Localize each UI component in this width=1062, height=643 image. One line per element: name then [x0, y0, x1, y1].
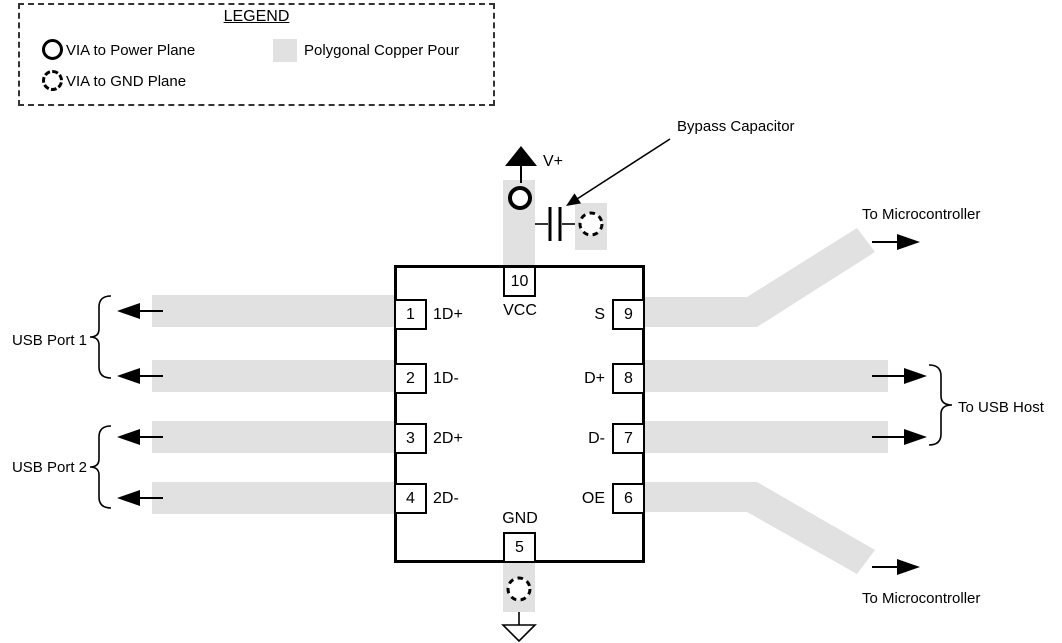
legend-box: LEGEND VIA to Power Plane VIA to GND Pla… [18, 3, 495, 106]
arrow-usb2-2dminus [117, 490, 163, 506]
pour-1dminus [152, 360, 397, 392]
pin-9: 9 [612, 299, 645, 330]
legend-item-copper-pour: Polygonal Copper Pour [304, 42, 460, 59]
pour-dplus [642, 360, 888, 392]
pin-2: 2 [394, 363, 427, 394]
power-via-icon [42, 39, 63, 60]
pin-10: 10 [503, 266, 536, 297]
legend-item-power-via: VIA to Power Plane [66, 42, 196, 59]
pin-label-2dplus: 2D+ [433, 430, 463, 447]
legend-title: LEGEND [223, 8, 290, 25]
bypass-capacitor-label: Bypass Capacitor [677, 118, 795, 135]
arrow-usb1-1dminus [117, 368, 163, 384]
pin-3: 3 [394, 423, 427, 454]
usb-port-1-brace [89, 295, 112, 379]
usb-host-brace [928, 364, 953, 446]
pour-oe-signal [642, 482, 875, 574]
arrow-usb-host-dminus [872, 429, 927, 445]
pin-6: 6 [612, 483, 645, 514]
usb-port-2-brace [89, 425, 112, 509]
pin-label-2dminus: 2D- [433, 490, 459, 507]
gnd-via-icon [42, 70, 63, 91]
gnd-via-icon [578, 211, 604, 237]
pin-4: 4 [394, 483, 427, 514]
legend-item-gnd-via: VIA to GND Plane [66, 73, 187, 90]
to-usb-host-label: To USB Host [958, 399, 1044, 416]
usb-port-1-label: USB Port 1 [11, 332, 87, 349]
arrow-to-microcontroller-top [872, 234, 920, 250]
pin-label-1dplus: 1D+ [433, 306, 463, 323]
gnd-via-icon [506, 576, 532, 602]
power-via-icon [508, 186, 532, 210]
bypass-capacitor-symbol [535, 207, 575, 241]
pour-dminus [642, 421, 888, 453]
bypass-capacitor-leader-arrow [566, 138, 671, 206]
pin-5: 5 [503, 532, 536, 563]
arrow-usb-host-dplus [872, 368, 927, 384]
pour-1dplus [152, 295, 397, 327]
arrow-to-microcontroller-bottom [872, 559, 920, 575]
pour-s-signal [642, 228, 875, 327]
pin-label-s: S [594, 306, 605, 323]
arrow-usb1-1dplus [117, 303, 163, 319]
pin-8: 8 [612, 363, 645, 394]
pin-7: 7 [612, 423, 645, 454]
vplus-label: V+ [543, 153, 564, 170]
pin-1: 1 [394, 299, 427, 330]
pin-label-1dminus: 1D- [433, 370, 459, 387]
pour-2dminus [152, 482, 397, 514]
usb-port-2-label: USB Port 2 [11, 459, 87, 476]
pin-label-dplus: D+ [584, 370, 605, 387]
vplus-power-symbol [505, 146, 537, 183]
pin-label-oe: OE [581, 490, 605, 507]
to-microcontroller-bottom-label: To Microcontroller [862, 590, 981, 607]
ground-symbol [501, 612, 537, 643]
pin-label-gnd: GND [502, 510, 538, 527]
copper-pour-icon [273, 39, 297, 62]
copper-pours [152, 180, 888, 612]
pin-label-vcc: VCC [503, 302, 537, 319]
to-microcontroller-top-label: To Microcontroller [862, 206, 981, 223]
arrow-usb2-2dplus [117, 429, 163, 445]
pin-label-dminus: D- [588, 430, 605, 447]
pour-2dplus [152, 421, 397, 453]
